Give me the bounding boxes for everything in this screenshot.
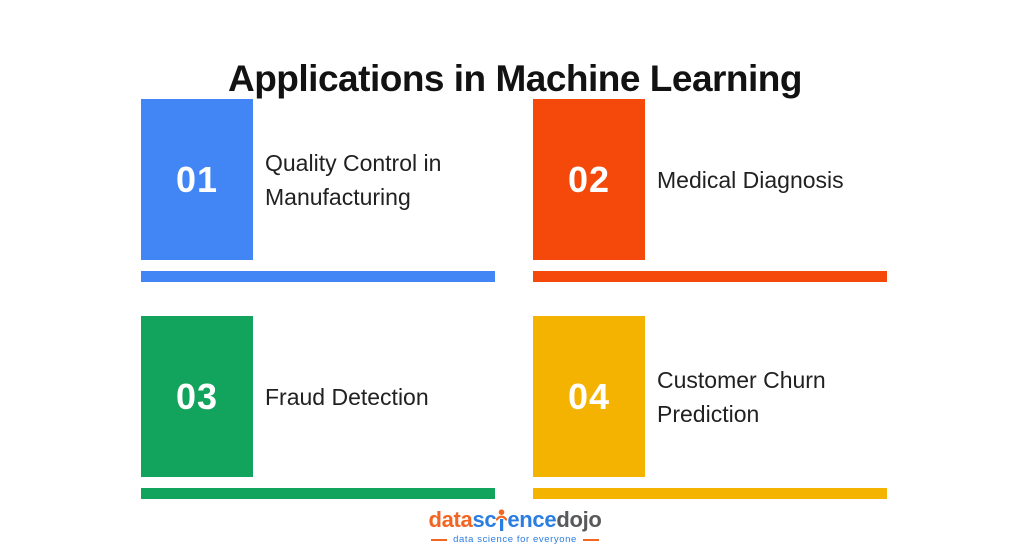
logo-text-ence: ence xyxy=(507,507,557,532)
logo-text-dojo: dojo xyxy=(556,507,602,532)
tagline-dash-right xyxy=(582,538,599,541)
card-number: 03 xyxy=(175,375,219,417)
page-title: Applications in Machine Learning xyxy=(227,57,803,99)
application-card-medical-diagnosis: 02 Medical Diagnosis xyxy=(533,99,887,282)
tagline-dash-left xyxy=(431,538,448,541)
accent-bar xyxy=(533,488,887,499)
card-label: Medical Diagnosis xyxy=(657,166,844,193)
card-label: Fraud Detection xyxy=(265,383,429,410)
logo-text-data: data xyxy=(428,507,473,532)
card-number: 02 xyxy=(567,158,611,200)
application-card-quality-control: 01 Quality Control in Manufacturing xyxy=(141,99,495,282)
person-i-icon xyxy=(496,509,508,531)
logo-text-sc: sc xyxy=(472,507,497,532)
number-block: 02 xyxy=(533,99,645,260)
accent-bar xyxy=(141,488,495,499)
logo-tagline-row: data science for everyone xyxy=(431,534,599,545)
application-card-fraud-detection: 03 Fraud Detection xyxy=(141,316,495,499)
card-number: 04 xyxy=(567,375,611,417)
logo-tagline: data science for everyone xyxy=(453,534,577,545)
card-label: Customer Churn Prediction xyxy=(657,366,826,427)
accent-bar xyxy=(533,271,887,282)
card-number: 01 xyxy=(175,158,219,200)
application-card-customer-churn: 04 Customer Churn Prediction xyxy=(533,316,887,499)
number-block: 04 xyxy=(533,316,645,477)
number-block: 01 xyxy=(141,99,253,260)
card-label: Quality Control in Manufacturing xyxy=(265,149,442,210)
number-block: 03 xyxy=(141,316,253,477)
accent-bar xyxy=(141,271,495,282)
